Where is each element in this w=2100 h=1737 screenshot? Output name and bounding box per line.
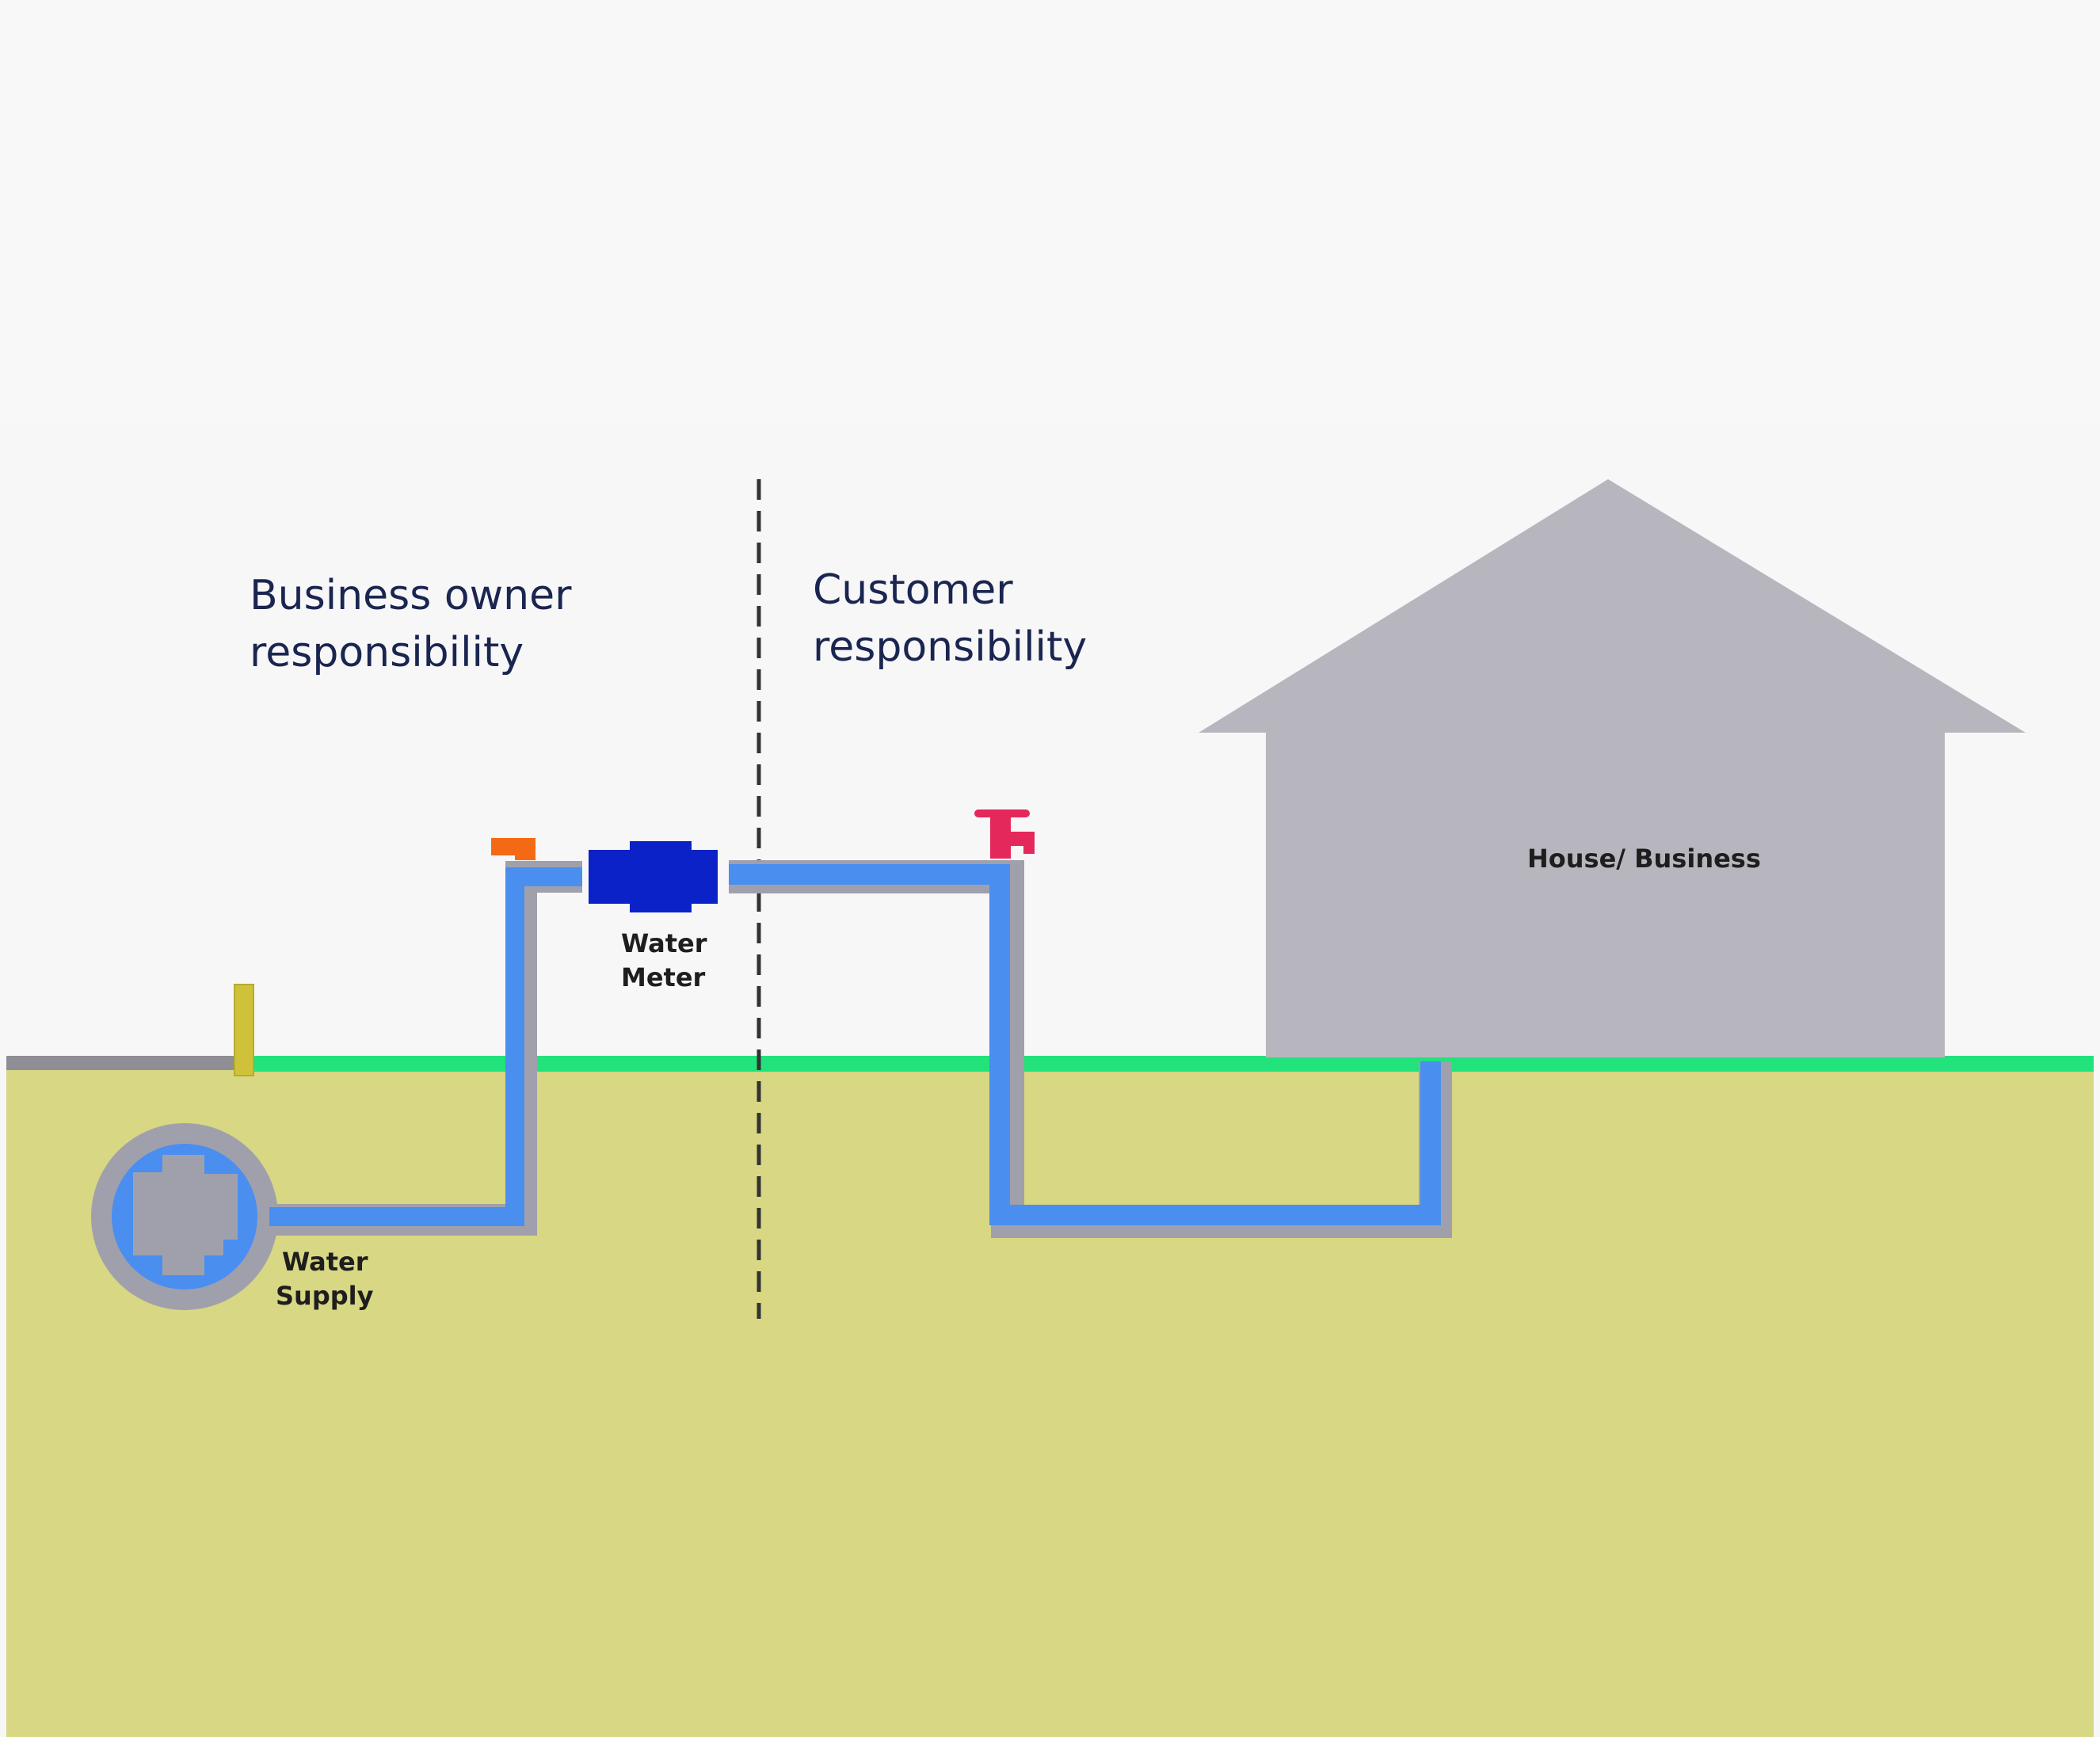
business-owner-heading: Business owner responsibility xyxy=(250,572,585,676)
pavement xyxy=(6,1056,244,1070)
grass-line xyxy=(244,1056,2094,1072)
marker-post xyxy=(234,984,254,1076)
service-pipe xyxy=(269,867,582,1226)
water-main-inner xyxy=(133,1155,238,1275)
stop-valve-stem xyxy=(515,838,535,860)
customer-pipe xyxy=(729,864,1441,1225)
water-meter-cap xyxy=(630,841,692,912)
tap-spout-tip xyxy=(1023,832,1035,854)
house-label: House/ Business xyxy=(1527,844,1761,874)
water-supply-label: Water Supply xyxy=(276,1247,377,1311)
customer-heading: Customer responsibility xyxy=(813,566,1087,671)
house-roof xyxy=(1199,479,2026,733)
water-meter-label: Water Meter xyxy=(621,928,716,992)
upper-band xyxy=(0,0,2100,426)
ground xyxy=(6,1069,2094,1737)
house-body xyxy=(1266,729,1945,1057)
